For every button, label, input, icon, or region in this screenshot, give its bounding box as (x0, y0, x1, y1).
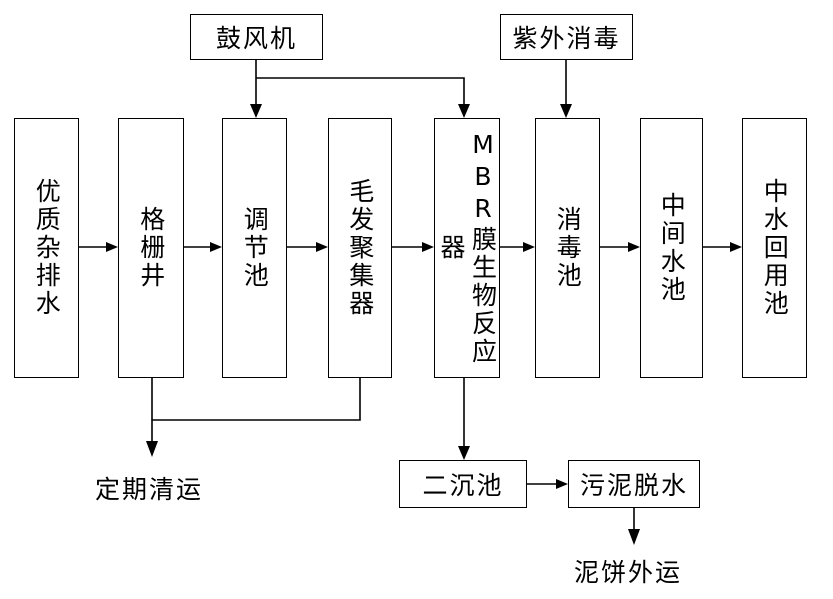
arrow-uv-to-disinfection (560, 60, 572, 118)
supply-box-uv-label: 紫外消毒 (512, 24, 621, 53)
process-box-influent[interactable]: 优质杂排水 (14, 118, 79, 378)
process-box-equalization[interactable]: 调节池 (222, 118, 287, 378)
process-box-mbr[interactable]: MBR膜生物反应器 (434, 118, 500, 378)
arrow-equalization-to-hair (287, 242, 328, 252)
arrow-blower-to-equalization (250, 60, 262, 118)
process-box-disinfection-label: 消毒池 (553, 206, 583, 290)
process-box-hair-collector-label: 毛发聚集器 (345, 178, 375, 318)
arrow-hair-to-mbr (392, 242, 434, 252)
supply-box-blower[interactable]: 鼓风机 (190, 14, 323, 60)
arrow-blower-to-mbr (256, 77, 470, 118)
endpoint-label-periodic-removal: 定期清运 (95, 470, 203, 506)
process-box-grit-well[interactable]: 格栅井 (118, 118, 184, 378)
arrow-clarifier-to-dewatering (527, 479, 568, 489)
supply-box-uv[interactable]: 紫外消毒 (500, 14, 633, 60)
arrow-grit-to-equalization (184, 242, 222, 252)
process-box-secondary-clarifier-label: 二沉池 (422, 471, 504, 500)
process-box-secondary-clarifier[interactable]: 二沉池 (399, 460, 527, 508)
endpoint-text-periodic-removal: 定期清运 (95, 475, 204, 504)
process-box-intermediate[interactable]: 中间水池 (640, 118, 703, 378)
arrow-disinfection-to-intermediate (600, 242, 640, 252)
process-box-sludge-dewatering[interactable]: 污泥脱水 (568, 460, 700, 508)
process-box-grit-well-label: 格栅井 (136, 206, 166, 290)
arrow-influent-to-grit (79, 242, 118, 252)
process-box-mbr-label: MBR膜生物反应器 (437, 130, 498, 366)
arrow-mbr-to-secondary-clarifier (458, 378, 470, 460)
process-box-intermediate-label: 中间水池 (657, 192, 687, 304)
process-box-hair-collector[interactable]: 毛发聚集器 (328, 118, 392, 378)
process-box-reuse-label: 中水回用池 (760, 178, 790, 318)
arrow-intermediate-to-reuse (703, 242, 742, 252)
arrow-mbr-to-disinfection (500, 242, 535, 252)
process-box-sludge-dewatering-label: 污泥脱水 (579, 471, 688, 500)
process-box-reuse[interactable]: 中水回用池 (742, 118, 807, 378)
endpoint-label-cake-transport: 泥饼外运 (574, 553, 682, 589)
arrow-dewatering-to-cake-transport (628, 508, 640, 545)
process-box-equalization-label: 调节池 (240, 206, 270, 290)
arrow-grit-and-hair-to-periodic-removal (146, 378, 361, 457)
process-box-disinfection[interactable]: 消毒池 (535, 118, 600, 378)
supply-box-blower-label: 鼓风机 (215, 24, 297, 53)
process-box-influent-label: 优质杂排水 (32, 178, 62, 318)
endpoint-text-cake-transport: 泥饼外运 (574, 558, 683, 587)
